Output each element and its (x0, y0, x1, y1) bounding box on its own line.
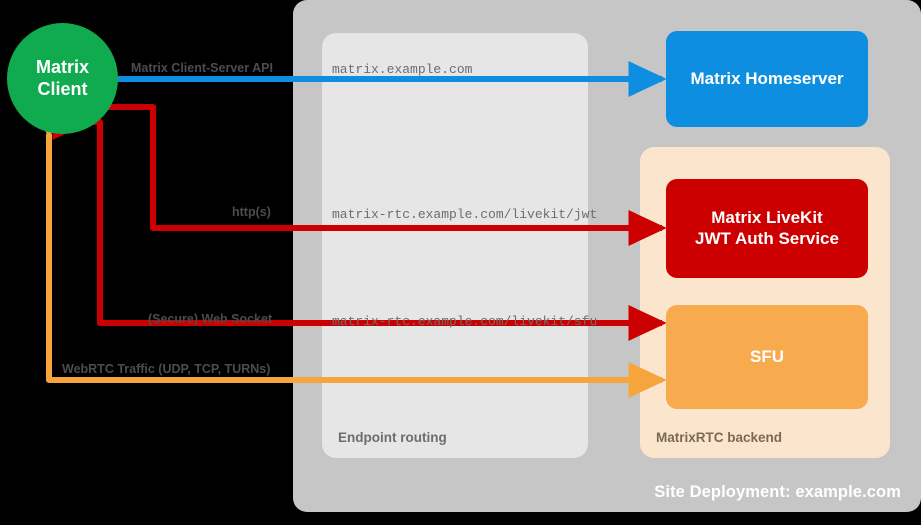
connector-sfu-websocket (52, 103, 667, 341)
flow-label-websocket: (Secure) Web Socket (148, 312, 273, 326)
node-sfu[interactable]: SFU (666, 305, 868, 409)
endpoint-livekit-sfu: matrix-rtc.example.com/livekit/sfu (332, 314, 598, 329)
matrix-homeserver-label: Matrix Homeserver (690, 68, 844, 88)
node-matrix-homeserver[interactable]: Matrix Homeserver (666, 31, 868, 127)
jwt-auth-line2: JWT Auth Service (695, 228, 839, 248)
node-matrix-client[interactable]: Matrix Client (7, 23, 118, 134)
endpoint-routing-label: Endpoint routing (338, 430, 447, 445)
site-deployment-label: Site Deployment: example.com (654, 483, 901, 501)
endpoint-livekit-jwt: matrix-rtc.example.com/livekit/jwt (332, 207, 598, 222)
matrix-client-line2: Client (37, 78, 88, 99)
connector-webrtc-traffic (31, 100, 667, 398)
matrix-client-line1: Matrix (35, 57, 89, 78)
endpoint-matrix-example-com: matrix.example.com (332, 62, 473, 77)
jwt-auth-line1: Matrix LiveKit (711, 207, 823, 227)
sfu-label: SFU (750, 346, 784, 366)
node-jwt-auth-service[interactable]: Matrix LiveKit JWT Auth Service (666, 179, 868, 278)
flow-label-https: http(s) (232, 205, 271, 219)
flow-label-webrtc: WebRTC Traffic (UDP, TCP, TURNs) (62, 362, 271, 376)
flow-label-matrix-cs-api: Matrix Client-Server API (131, 61, 273, 75)
matrixrtc-backend-label: MatrixRTC backend (656, 430, 783, 445)
